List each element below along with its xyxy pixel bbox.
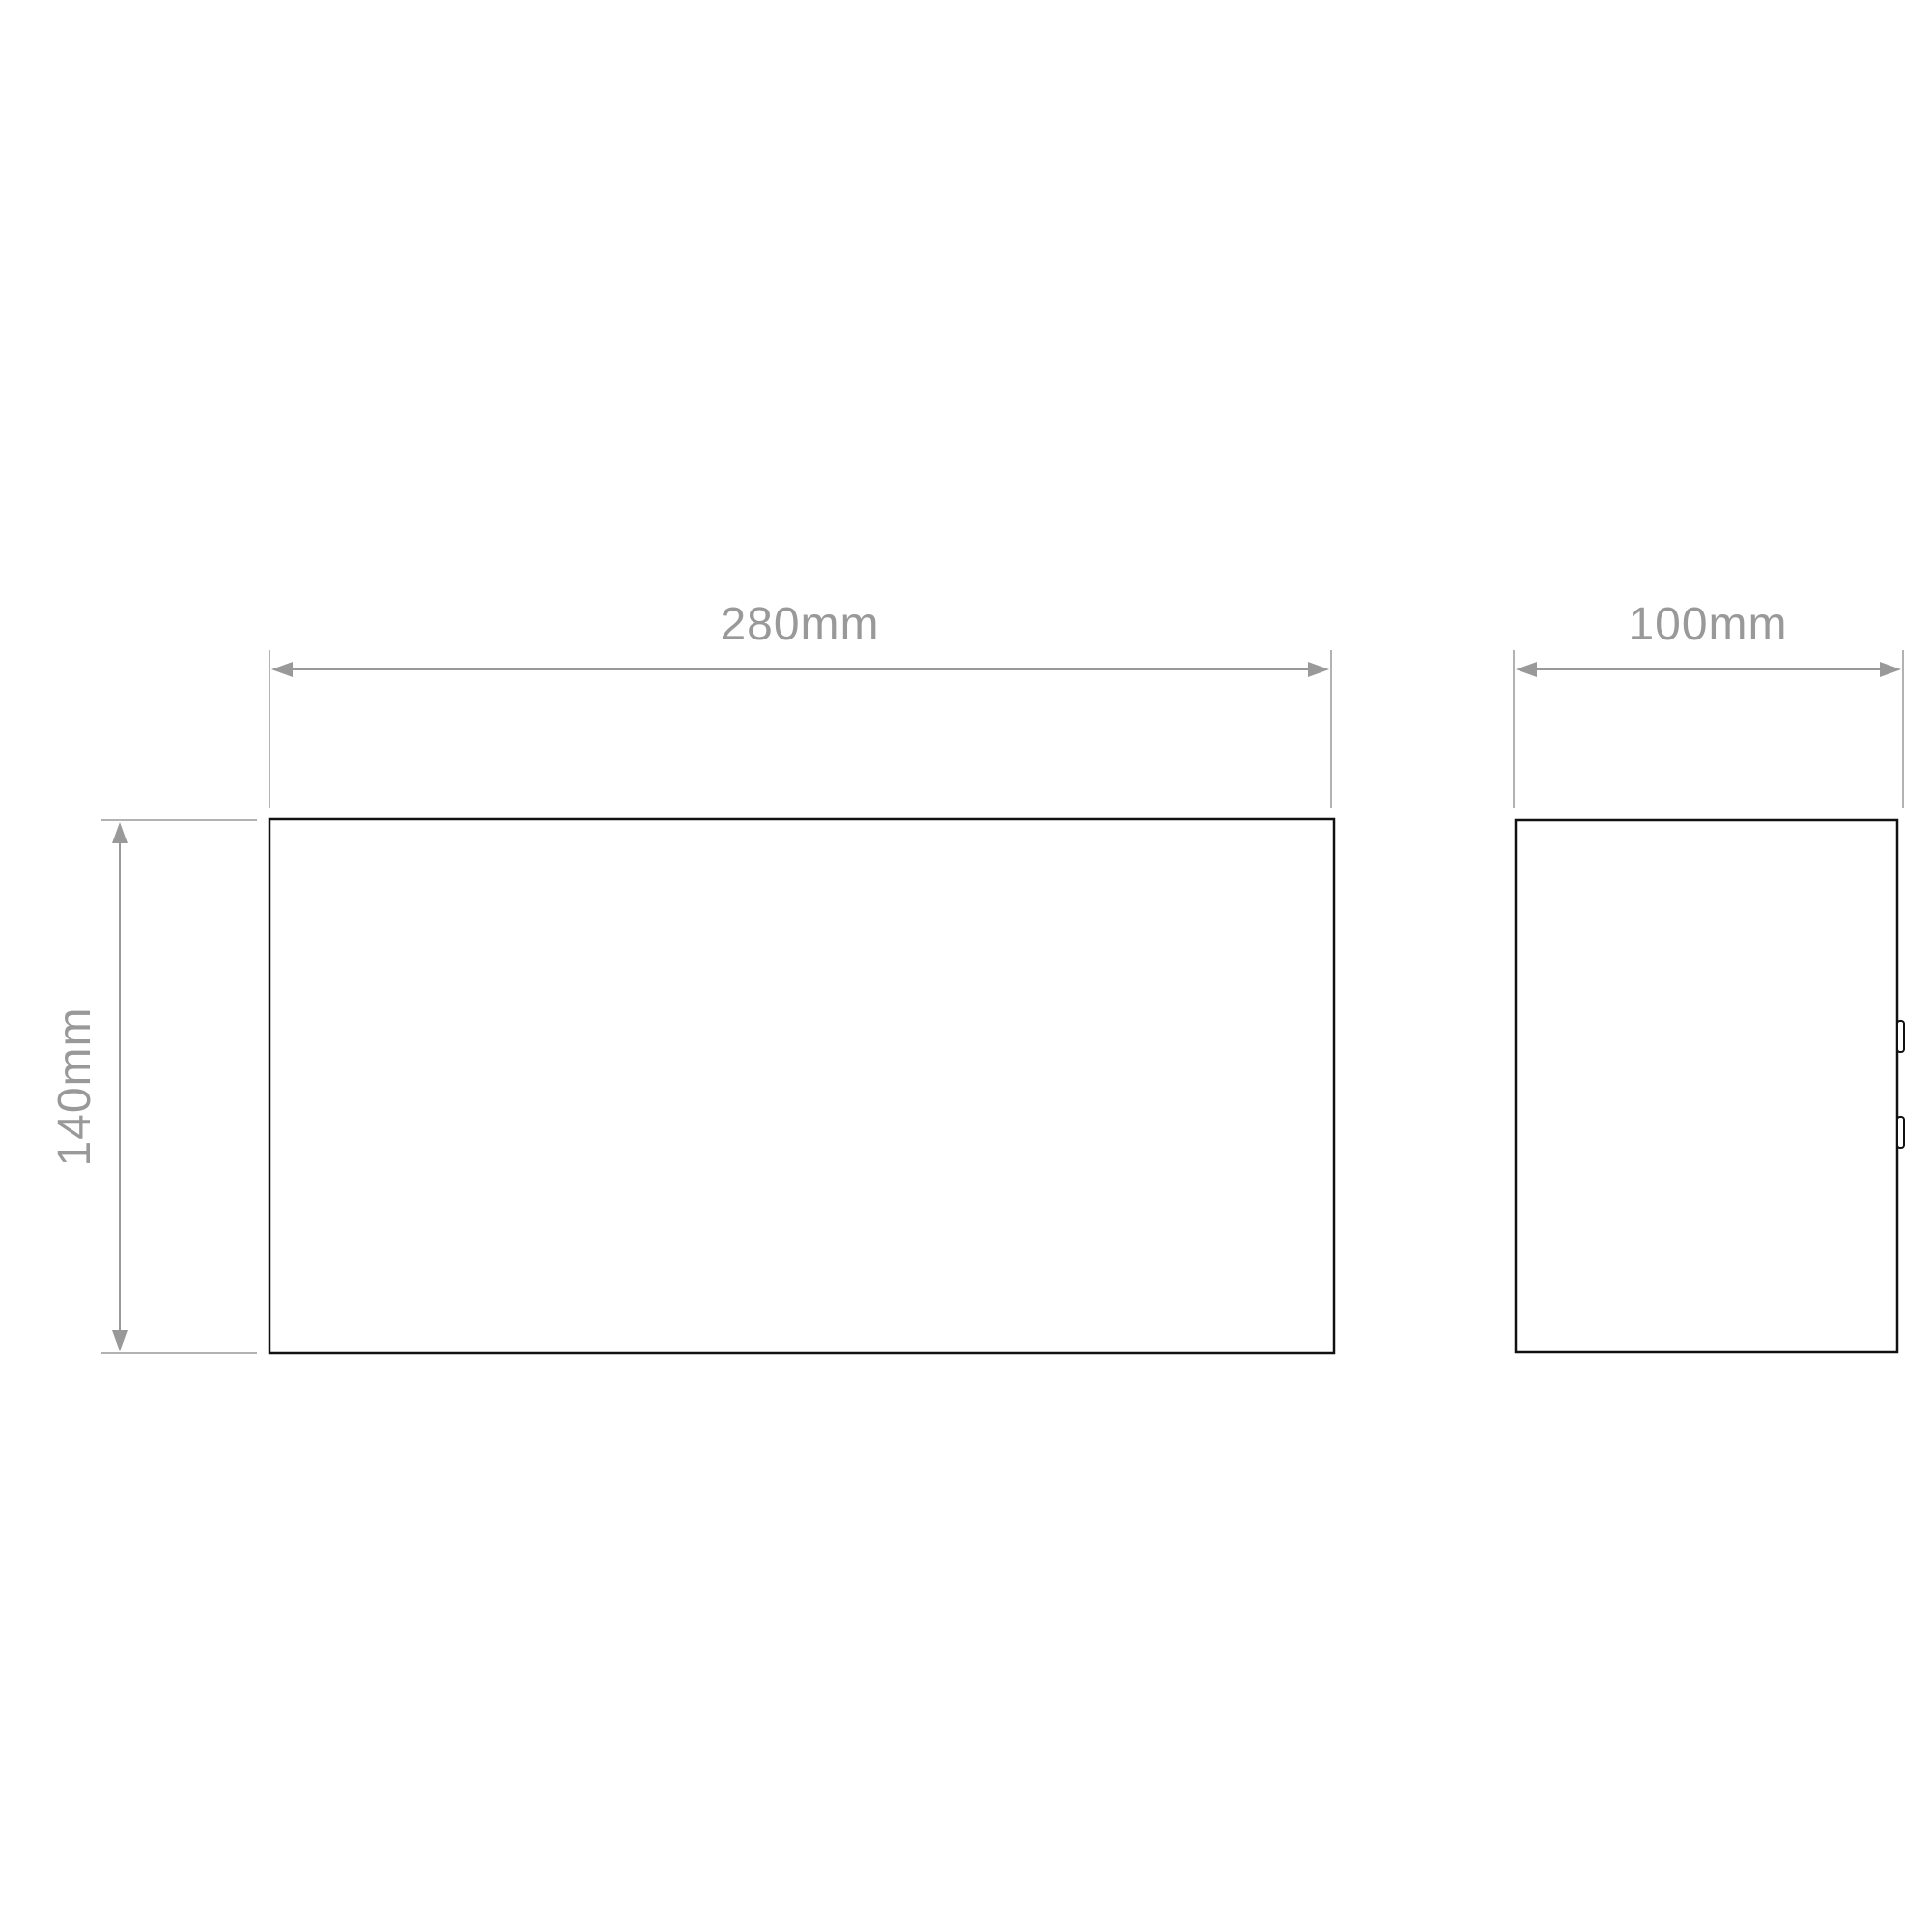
side-view-tab-lower xyxy=(1896,1116,1905,1149)
height-dimension: 140mm xyxy=(49,819,257,1354)
width-dimension: 280mm xyxy=(269,599,1332,808)
height-arrow-top xyxy=(112,822,128,843)
depth-dimension: 100mm xyxy=(1513,599,1904,808)
width-label: 280mm xyxy=(720,599,879,650)
side-view-tab-upper xyxy=(1896,1020,1905,1053)
height-arrow-bottom xyxy=(112,1330,128,1351)
width-arrow-right xyxy=(1308,662,1329,677)
width-arrow-left xyxy=(271,662,293,677)
depth-arrow-left xyxy=(1516,662,1537,677)
front-view-outline xyxy=(268,817,1336,1355)
depth-arrow-right xyxy=(1880,662,1901,677)
height-label: 140mm xyxy=(49,1007,100,1166)
side-view-outline xyxy=(1514,818,1899,1354)
depth-label: 100mm xyxy=(1628,599,1787,650)
